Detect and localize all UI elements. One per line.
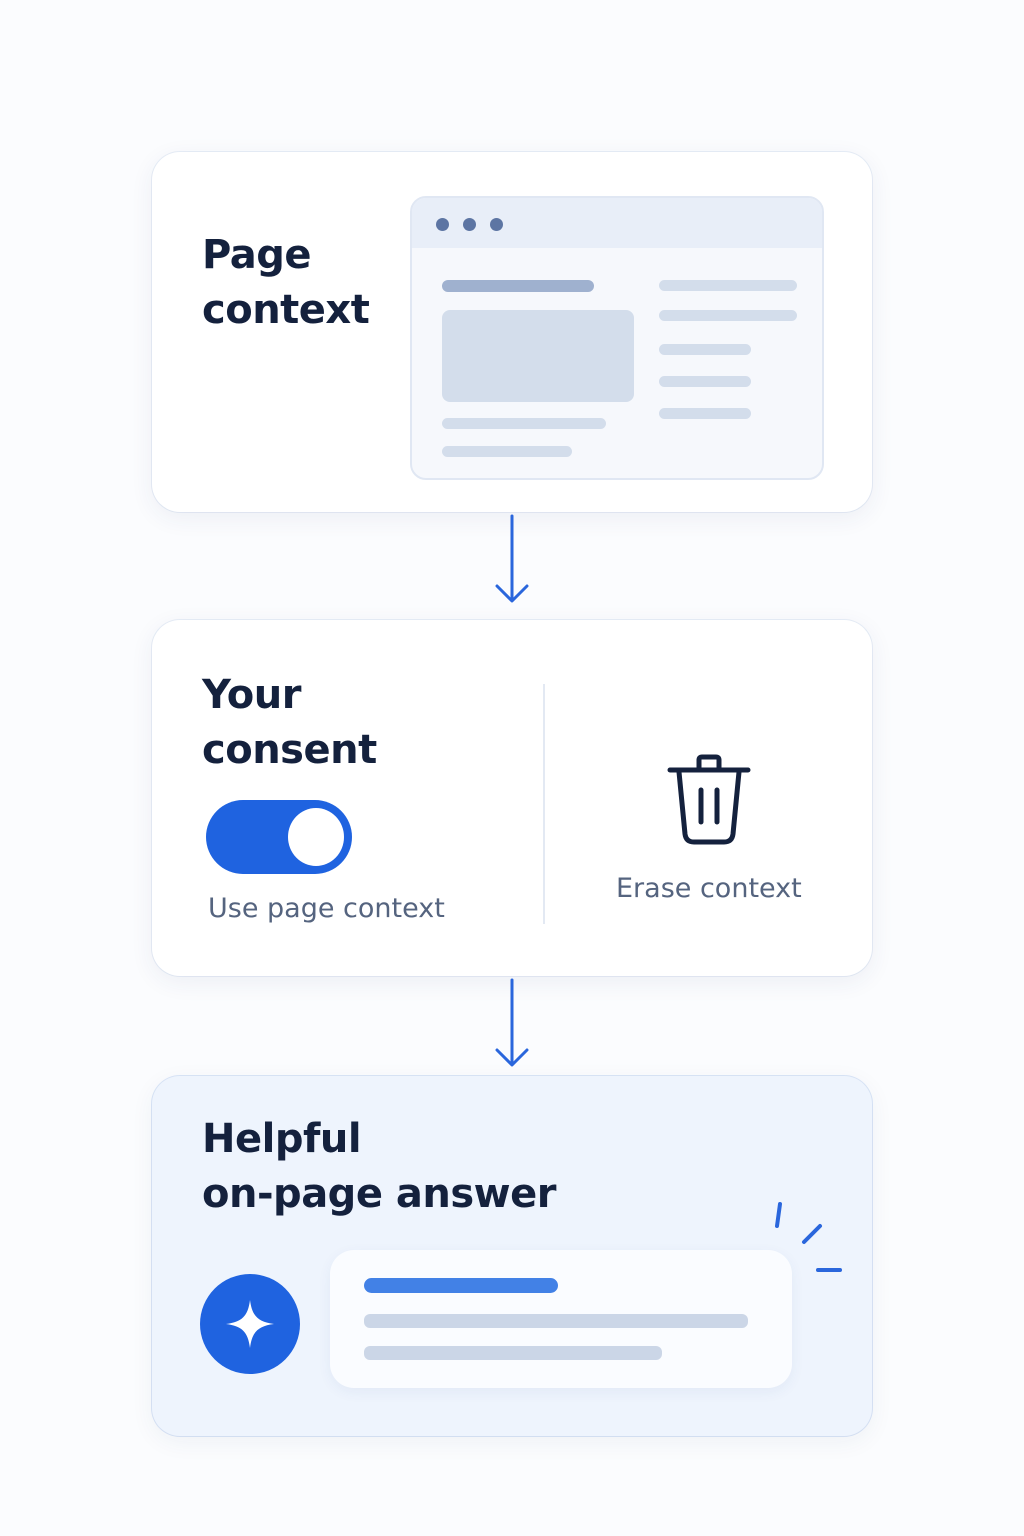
answer-title: Helpful on-page answer (202, 1112, 556, 1222)
placeholder-text-line (659, 376, 751, 387)
window-dot (436, 218, 449, 231)
consent-title: Your consent (202, 668, 377, 778)
placeholder-text-line (442, 446, 572, 457)
placeholder-text-line (659, 280, 797, 291)
window-dot (490, 218, 503, 231)
answer-bubble (330, 1250, 792, 1388)
answer-text-line (364, 1314, 748, 1328)
answer-text-line (364, 1346, 662, 1360)
placeholder-text-line (659, 310, 797, 321)
answer-highlight-line (364, 1278, 558, 1293)
flow-arrow-down (495, 514, 529, 603)
consent-card: Your consent Use page context Erase cont… (152, 620, 872, 976)
title-line: Page (202, 232, 312, 278)
sparkle-burst-icon (775, 1202, 842, 1272)
erase-context-button[interactable]: Erase context (592, 744, 832, 914)
placeholder-heading-line (442, 280, 594, 292)
sparkle-icon (226, 1300, 274, 1348)
page-context-title: Page context (202, 228, 370, 338)
toggle-knob (288, 808, 344, 866)
placeholder-image (442, 310, 634, 402)
toggle-label: Use page context (208, 893, 445, 924)
placeholder-text-line (659, 344, 751, 355)
trash-icon (667, 754, 751, 845)
title-line: Your (202, 672, 301, 718)
browser-mockup (410, 196, 824, 480)
divider (543, 684, 545, 924)
page-context-card: Page context (152, 152, 872, 512)
window-dot (463, 218, 476, 231)
flow-arrow-down (495, 978, 529, 1067)
title-line: consent (202, 727, 377, 773)
erase-context-label: Erase context (616, 873, 802, 904)
title-line: context (202, 287, 370, 333)
browser-titlebar (412, 198, 822, 248)
title-line: Helpful (202, 1116, 362, 1162)
answer-card: Helpful on-page answer (152, 1076, 872, 1436)
assistant-avatar (200, 1274, 300, 1374)
placeholder-text-line (442, 418, 606, 429)
placeholder-text-line (659, 408, 751, 419)
title-line: on-page answer (202, 1171, 556, 1217)
use-page-context-toggle[interactable] (206, 800, 352, 874)
